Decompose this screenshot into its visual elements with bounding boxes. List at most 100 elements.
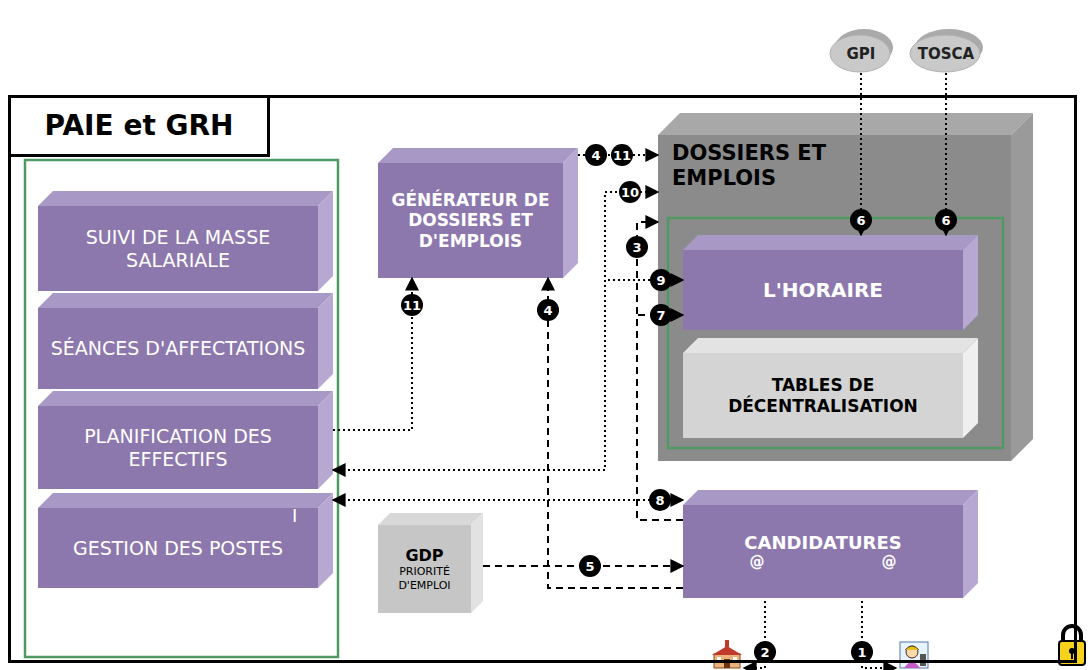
callout-number: 8 — [649, 489, 671, 511]
connector — [333, 280, 683, 470]
callout-number: 11 — [611, 144, 633, 166]
candidate-icon — [900, 642, 928, 668]
bevel-side — [563, 148, 578, 278]
callout-number: 11 — [401, 294, 423, 316]
bevel-front — [658, 135, 1011, 461]
callout-number: 4 — [537, 299, 559, 321]
box-title: SUIVI DE LA MASSE SALARIALE — [46, 226, 310, 272]
callout-number: 2 — [754, 641, 776, 663]
text-area: PAIE et GRH — [8, 95, 270, 157]
box-title: DOSSIERS ET EMPLOIS — [672, 141, 862, 191]
text-area: TOSCA — [908, 34, 984, 73]
bevel-top — [683, 338, 978, 353]
connector — [637, 222, 683, 520]
connector — [333, 192, 658, 470]
bevel-front — [38, 308, 318, 389]
module-box: TABLES DE DÉCENTRALISATION — [683, 338, 978, 438]
box-title: GPI — [847, 45, 876, 63]
box-title: GDP — [405, 546, 443, 565]
bevel-side — [963, 490, 978, 598]
group-frame — [25, 160, 338, 657]
bevel-front — [378, 525, 471, 613]
text-area: GÉNÉRATEUR DE DOSSIERS ET D'EMPLOIS — [378, 163, 563, 278]
bevel-side — [963, 235, 978, 330]
box-title: PLANIFICATION DES EFFECTIFS — [46, 425, 310, 471]
bevel-front — [38, 406, 318, 489]
box-title: GÉNÉRATEUR DE DOSSIERS ET D'EMPLOIS — [386, 190, 555, 251]
box-text: @ — [750, 553, 765, 571]
module-box: PLANIFICATION DES EFFECTIFS — [38, 391, 333, 489]
bevel-side — [963, 338, 978, 438]
system-frame: SUIVI DE LA MASSE SALARIALE SÉANCES D'AFF… — [8, 95, 1077, 663]
callout-number: 9 — [650, 269, 672, 291]
bevel-top — [683, 490, 978, 505]
school-link — [744, 596, 765, 668]
bevel-top — [38, 493, 333, 508]
box-title: PAIE et GRH — [44, 109, 233, 143]
lock-icon — [1059, 626, 1085, 665]
box-title: L'HORAIRE — [763, 278, 883, 302]
bevel-side — [318, 191, 333, 291]
box-title: TABLES DE DÉCENTRALISATION — [691, 375, 955, 416]
external-system: GPI — [828, 28, 894, 73]
group-frame — [668, 218, 1003, 448]
connector — [333, 278, 412, 430]
text-area: GPI — [828, 34, 894, 73]
bevel-top — [38, 391, 333, 406]
box-title: GESTION DES POSTES — [73, 537, 283, 560]
callout-number: 4 — [585, 144, 607, 166]
box-text: @ — [882, 553, 897, 571]
school-icon — [712, 640, 742, 668]
disc-front — [830, 35, 890, 72]
text-area: L'HORAIRE — [683, 250, 963, 330]
candidate-link — [862, 596, 896, 668]
bevel-side — [471, 513, 483, 613]
bevel-side — [1011, 113, 1033, 461]
connector — [860, 73, 862, 235]
box-title: CANDIDATURES — [691, 532, 955, 554]
external-system: TOSCA — [908, 28, 984, 73]
box-text: PRIORITÉ D'EMPLOI — [386, 565, 463, 591]
callout-number: 5 — [579, 555, 601, 577]
connector — [548, 278, 683, 588]
module-box: L'HORAIRE — [683, 235, 978, 330]
connector — [945, 73, 947, 235]
bevel-front — [683, 505, 963, 598]
text-area: GDPPRIORITÉ D'EMPLOI — [378, 525, 471, 613]
callout-number: 1 — [851, 641, 873, 663]
callout-number: 10 — [619, 181, 641, 203]
callout-number: 7 — [650, 304, 672, 326]
bevel-side — [318, 293, 333, 389]
bevel-top — [683, 235, 978, 250]
callout-number: 3 — [626, 236, 648, 258]
module-box: L'HORAIRE TABLES DE DÉCENTRALISATION DOSSI… — [658, 113, 1033, 461]
connector — [333, 499, 683, 501]
callout-number: 6 — [850, 209, 872, 231]
bevel-top — [38, 293, 333, 308]
callout-number: 6 — [935, 209, 957, 231]
bevel-side — [318, 391, 333, 489]
module-box: SUIVI DE LA MASSE SALARIALE — [38, 191, 333, 291]
module-box: CANDIDATURES@ @ — [683, 490, 978, 598]
bevel-top — [378, 513, 483, 525]
bevel-front — [378, 163, 563, 278]
text-area: SUIVI DE LA MASSE SALARIALE — [38, 206, 318, 291]
bevel-front — [683, 250, 963, 330]
text-area: SÉANCES D'AFFECTATIONS — [38, 308, 318, 389]
module-box: GDPPRIORITÉ D'EMPLOI — [378, 513, 483, 613]
cursor-mark: I — [292, 505, 297, 526]
bevel-side — [318, 493, 333, 588]
disc-back — [915, 29, 983, 66]
box-title: SÉANCES D'AFFECTATIONS — [51, 337, 306, 360]
text-area: CANDIDATURES@ @ — [683, 505, 963, 598]
text-area: TABLES DE DÉCENTRALISATION — [683, 353, 963, 438]
connector — [637, 315, 683, 520]
bevel-front — [38, 508, 318, 588]
bevel-front — [38, 206, 318, 291]
module-box: SÉANCES D'AFFECTATIONS — [38, 293, 333, 389]
box-title: TOSCA — [918, 45, 974, 63]
text-area: GESTION DES POSTES — [38, 508, 318, 588]
bevel-top — [378, 148, 578, 163]
text-area: PLANIFICATION DES EFFECTIFS — [38, 406, 318, 489]
